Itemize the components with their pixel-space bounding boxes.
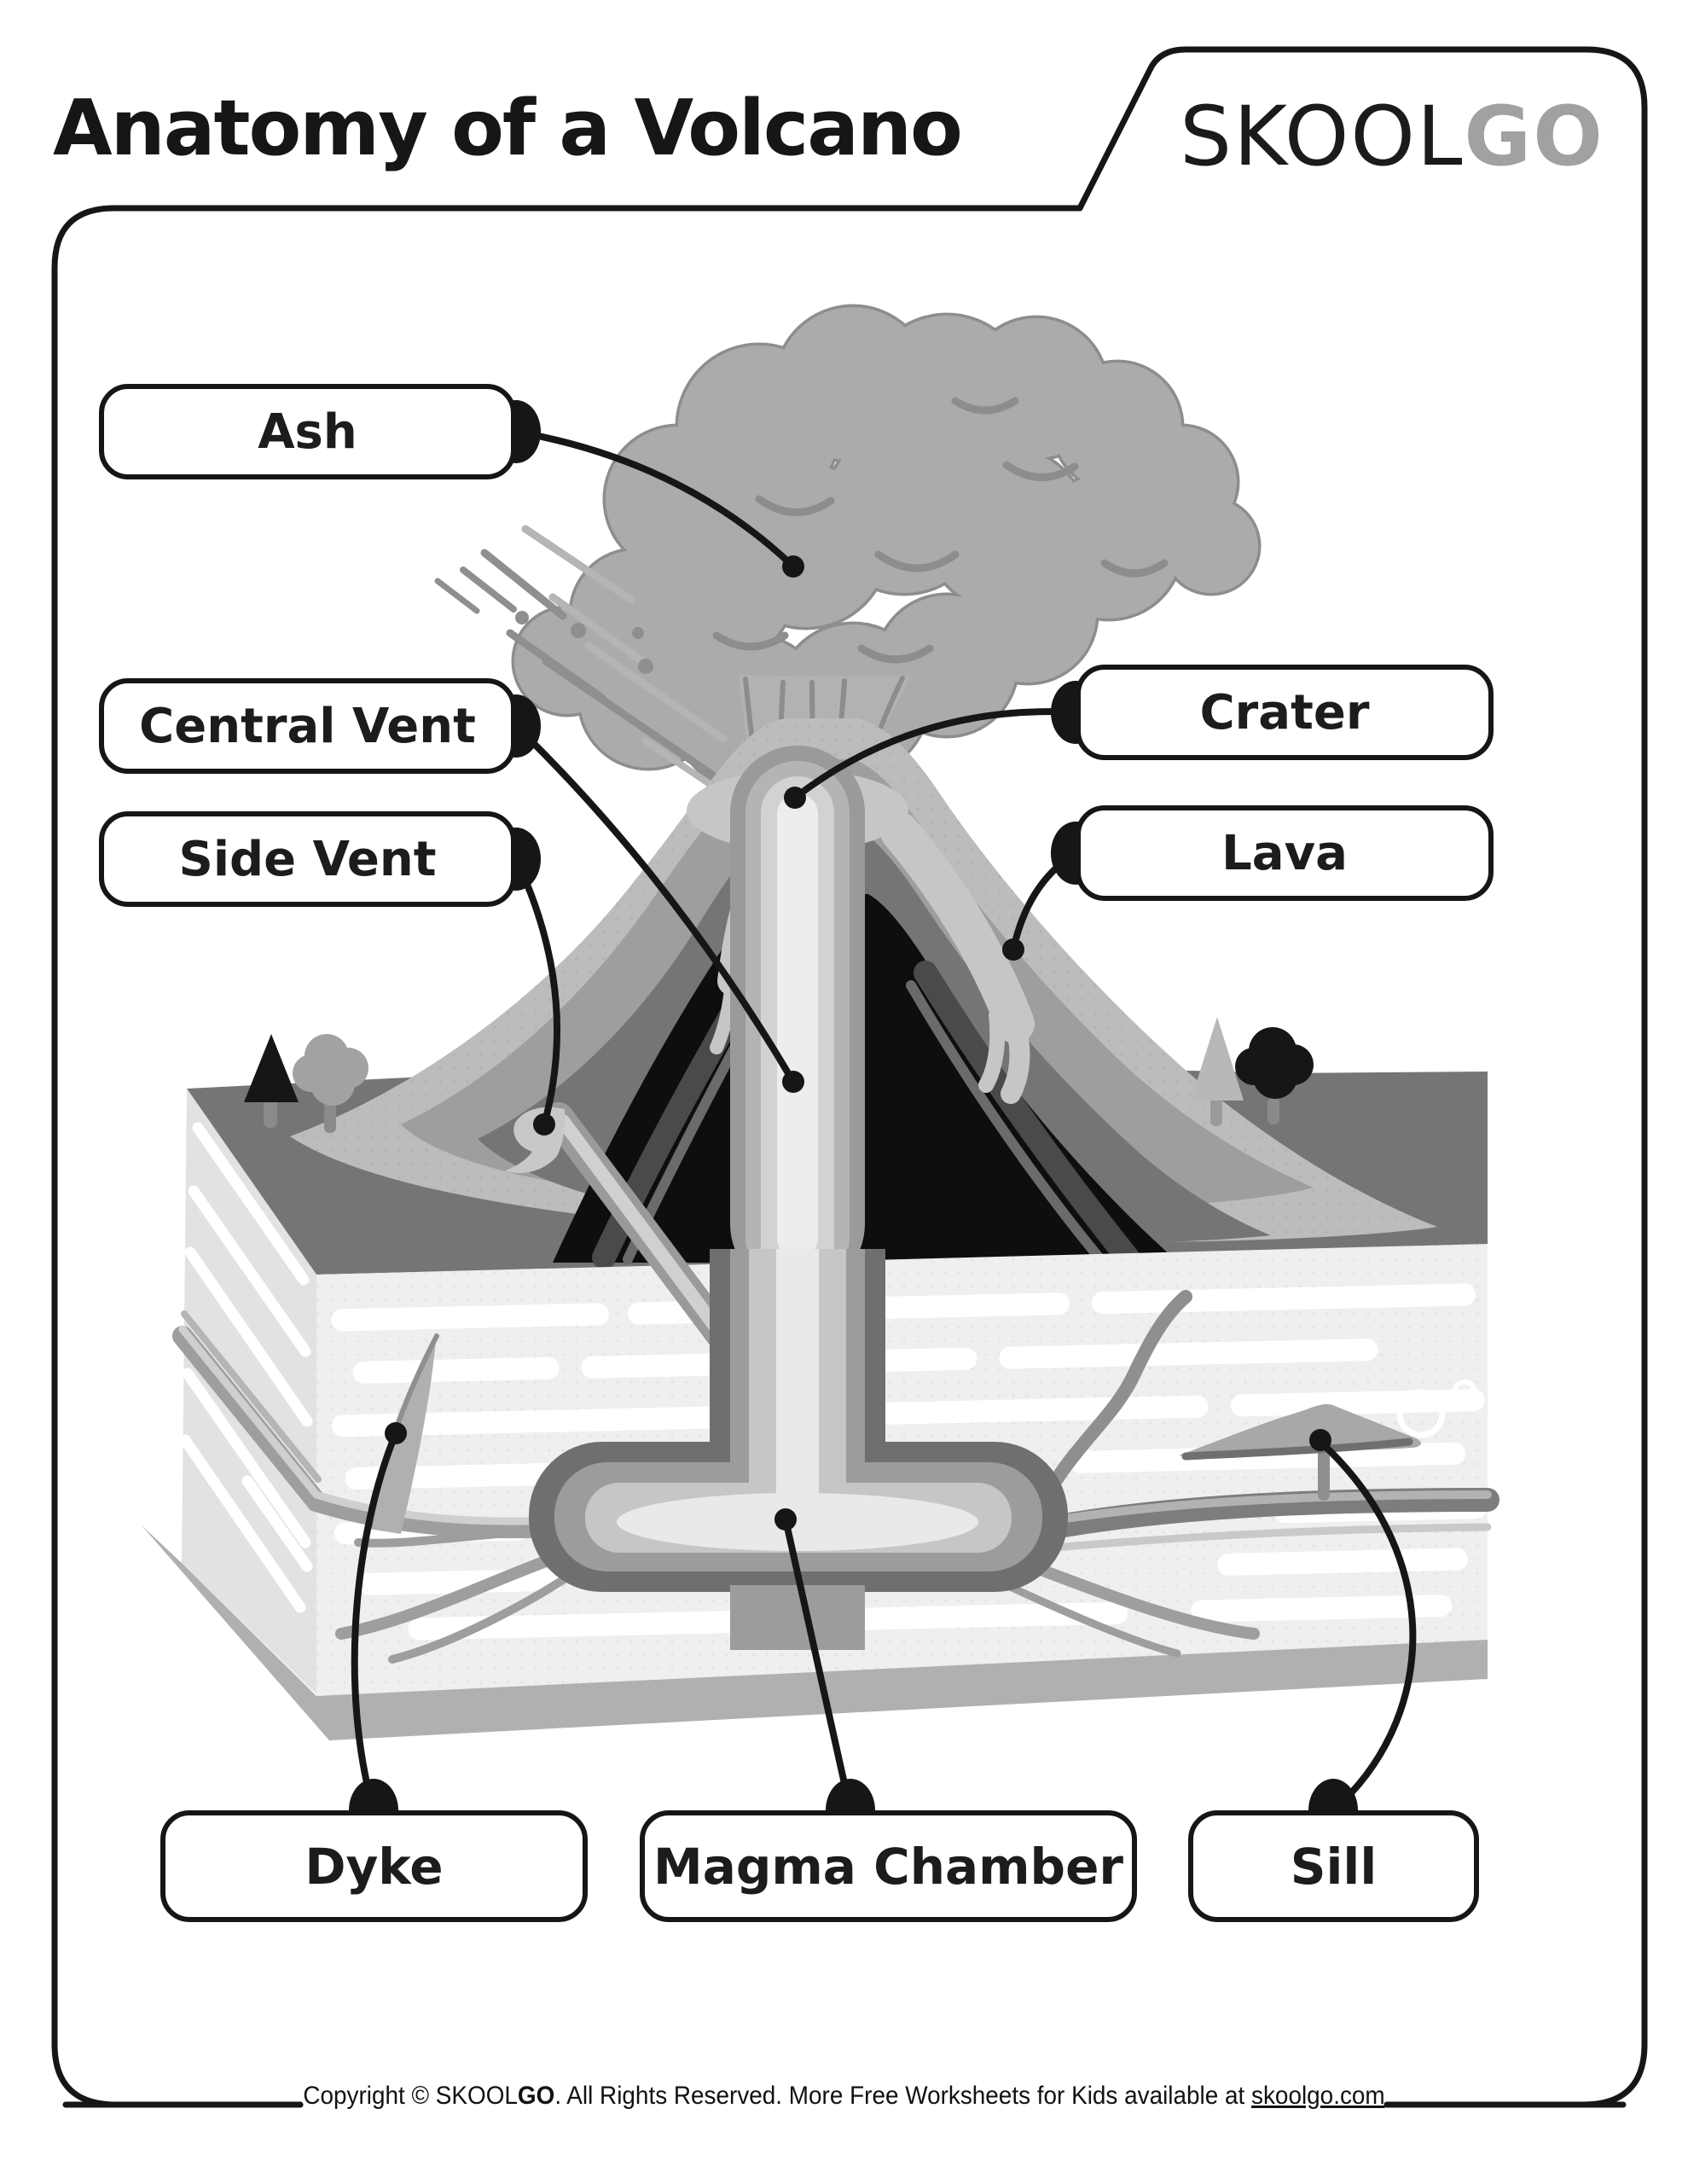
label-magma-chamber: Magma Chamber <box>640 1810 1137 1922</box>
round-tree-right <box>1235 1027 1314 1099</box>
skoolgo-link[interactable]: skoolgo.com <box>1251 2082 1385 2110</box>
ash-target-dot <box>782 555 804 578</box>
footer-text-prefix: Copyright © SKOOL <box>303 2082 518 2110</box>
bubble-large <box>1396 1389 1446 1438</box>
magma-chamber-target-dot <box>774 1508 797 1531</box>
ash-cloud <box>511 304 1262 793</box>
footer-brand-go: GO <box>517 2082 555 2110</box>
ash-streaks <box>434 525 734 801</box>
bubble-small <box>1452 1380 1477 1405</box>
dyke-riser <box>1030 1290 1192 1521</box>
trees <box>244 1017 1314 1133</box>
side-vent-leader-line <box>513 856 561 1128</box>
label-magma-chamber-text: Magma Chamber <box>653 1837 1124 1896</box>
label-crater-text: Crater <box>1199 684 1370 741</box>
crater-target-dot <box>784 787 806 809</box>
label-sill-text: Sill <box>1290 1837 1378 1896</box>
sill-leader-line <box>1317 1438 1417 1814</box>
central-vent-target-dot <box>782 1071 804 1093</box>
label-side-vent-text: Side Vent <box>178 831 437 887</box>
intrusions <box>172 1102 1499 1664</box>
logo-text-go: GO <box>1464 89 1604 184</box>
pine-tree-left <box>244 1034 299 1102</box>
magma-chamber-leader-line <box>782 1516 854 1814</box>
central-vent-leader-line <box>513 723 797 1085</box>
central-vent-graphic <box>730 746 865 1292</box>
pine-tree-right <box>1191 1017 1244 1101</box>
label-crater: Crater <box>1076 665 1494 760</box>
magma-chamber-graphic <box>529 1249 1068 1650</box>
label-lava-text: Lava <box>1221 825 1348 881</box>
label-ash-text: Ash <box>258 404 357 460</box>
label-dyke: Dyke <box>160 1810 588 1922</box>
footer-text-suffix: . All Rights Reserved. More Free Workshe… <box>554 2082 1252 2110</box>
label-side-vent: Side Vent <box>99 811 516 907</box>
label-central-vent: Central Vent <box>99 678 516 774</box>
side-vent-target-dot <box>533 1113 555 1136</box>
cloud-detail-arcs <box>712 397 1169 664</box>
chamber-feeder <box>730 1585 865 1650</box>
dyke-target-dot <box>385 1422 407 1444</box>
content-frame <box>51 46 1648 2108</box>
logo-text-skool: SKOOL <box>1180 89 1465 184</box>
label-central-vent-text: Central Vent <box>139 698 476 754</box>
round-tree-left <box>293 1034 368 1106</box>
footer-copyright: Copyright © SKOOLGO. All Rights Reserved… <box>59 2082 1628 2111</box>
crater-leader-line <box>792 708 1079 801</box>
label-ash: Ash <box>99 384 516 479</box>
left-face-stripes <box>179 1122 313 1613</box>
label-lava: Lava <box>1076 805 1494 901</box>
page-title: Anatomy of a Volcano <box>53 84 963 173</box>
block-base-band <box>142 1525 1488 1740</box>
label-dyke-text: Dyke <box>305 1837 444 1896</box>
right-sill-band <box>1042 1488 1499 1539</box>
sill-target-dot <box>1309 1429 1331 1451</box>
lava-target-dot <box>1002 938 1024 961</box>
dyke-leader-line <box>351 1430 399 1814</box>
ash-leader-line <box>513 428 797 570</box>
label-sill: Sill <box>1188 1810 1479 1922</box>
interior-cross-section <box>553 894 1179 1263</box>
skoolgo-logo: SKOOLGO <box>1153 85 1631 188</box>
